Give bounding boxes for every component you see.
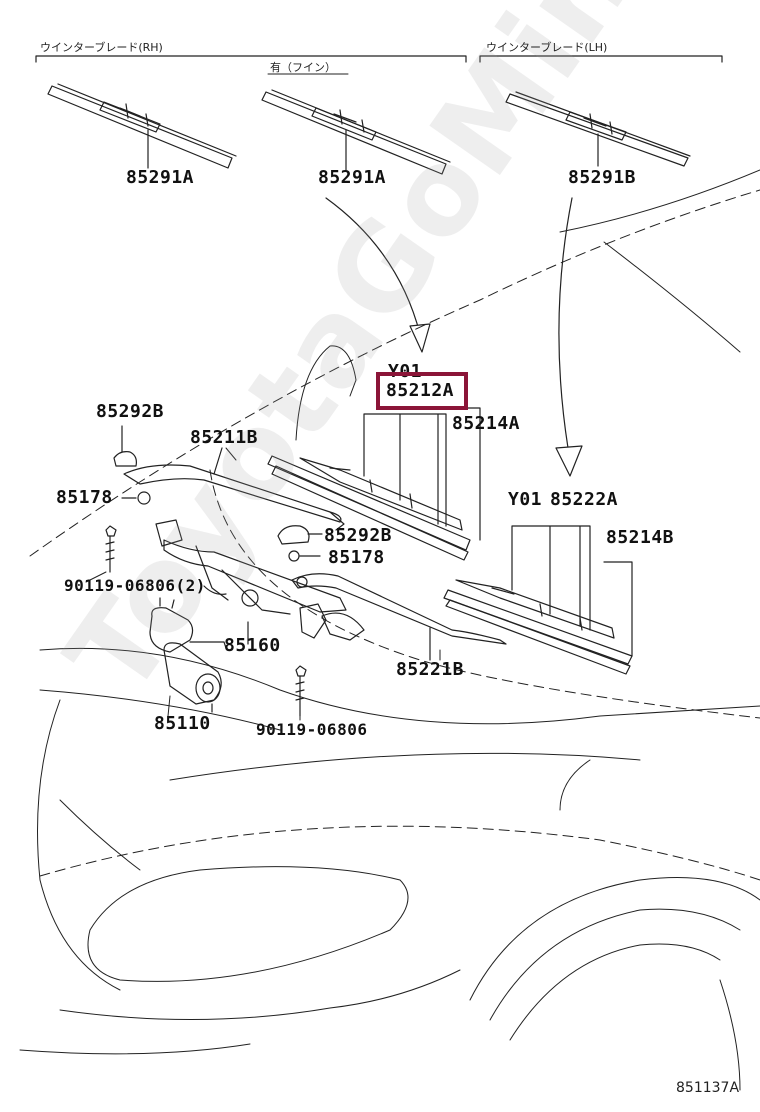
nut-85178-left (121, 491, 151, 505)
part-label-y01-right: Y01 (508, 489, 543, 510)
part-label-90119-06806[interactable]: 90119-06806 (256, 720, 368, 739)
part-label-85291B[interactable]: 85291B (568, 167, 637, 188)
part-label-85222A[interactable]: 85222A (550, 489, 619, 510)
part-label-85178-mid[interactable]: 85178 (328, 547, 385, 568)
winter-blade-rh-2 (261, 89, 451, 175)
arrow-to-85222A (555, 197, 583, 477)
part-label-85292B-mid[interactable]: 85292B (324, 525, 393, 546)
part-label-85178-left[interactable]: 85178 (56, 487, 113, 508)
wiper-arm-85211B (123, 447, 345, 531)
bolt-90119-06806 (295, 665, 307, 717)
part-label-85291A-mid[interactable]: 85291A (318, 167, 387, 188)
highlight-box-85212A (376, 372, 468, 410)
header-bracket-rh (35, 55, 467, 63)
part-label-85292B-top[interactable]: 85292B (96, 401, 165, 422)
diagram-code: 851137A (676, 1080, 740, 1096)
cap-85292B-mid (277, 525, 323, 545)
part-label-y01-top: Y01 (388, 361, 423, 382)
wiper-linkage-85160 (155, 519, 365, 645)
car-body-outline (19, 169, 760, 1091)
wiper-motor-85110 (149, 597, 227, 713)
part-label-85214B[interactable]: 85214B (606, 527, 675, 548)
part-label-85221B[interactable]: 85221B (396, 659, 465, 680)
header-bracket-lh (479, 55, 723, 63)
part-label-85291A-left[interactable]: 85291A (126, 167, 195, 188)
part-label-90119-06806-2[interactable]: 90119-06806(2) (64, 576, 206, 595)
part-label-85110[interactable]: 85110 (154, 713, 211, 734)
cap-85292B-top (113, 425, 137, 467)
wiper-blade-85222A (443, 525, 633, 675)
header-winter-blade-lh: ウインターブレード(LH) (486, 41, 608, 54)
part-label-85214A[interactable]: 85214A (452, 413, 521, 434)
nut-85178-mid (288, 550, 321, 562)
winter-blade-rh-1 (47, 83, 237, 169)
part-label-85212A[interactable]: 85212A (386, 380, 455, 401)
header-winter-blade-rh: ウインターブレード(RH) (40, 41, 163, 54)
bolt-90119-06806-2 (105, 525, 117, 573)
header-fin: 有（フイン） (270, 61, 336, 74)
arrow-to-85212A (325, 197, 431, 353)
wiper-arm-85221B (291, 573, 507, 661)
part-label-85160[interactable]: 85160 (224, 635, 281, 656)
winter-blade-lh (505, 91, 691, 167)
leader-lines (85, 447, 441, 721)
part-label-85211B[interactable]: 85211B (190, 427, 259, 448)
